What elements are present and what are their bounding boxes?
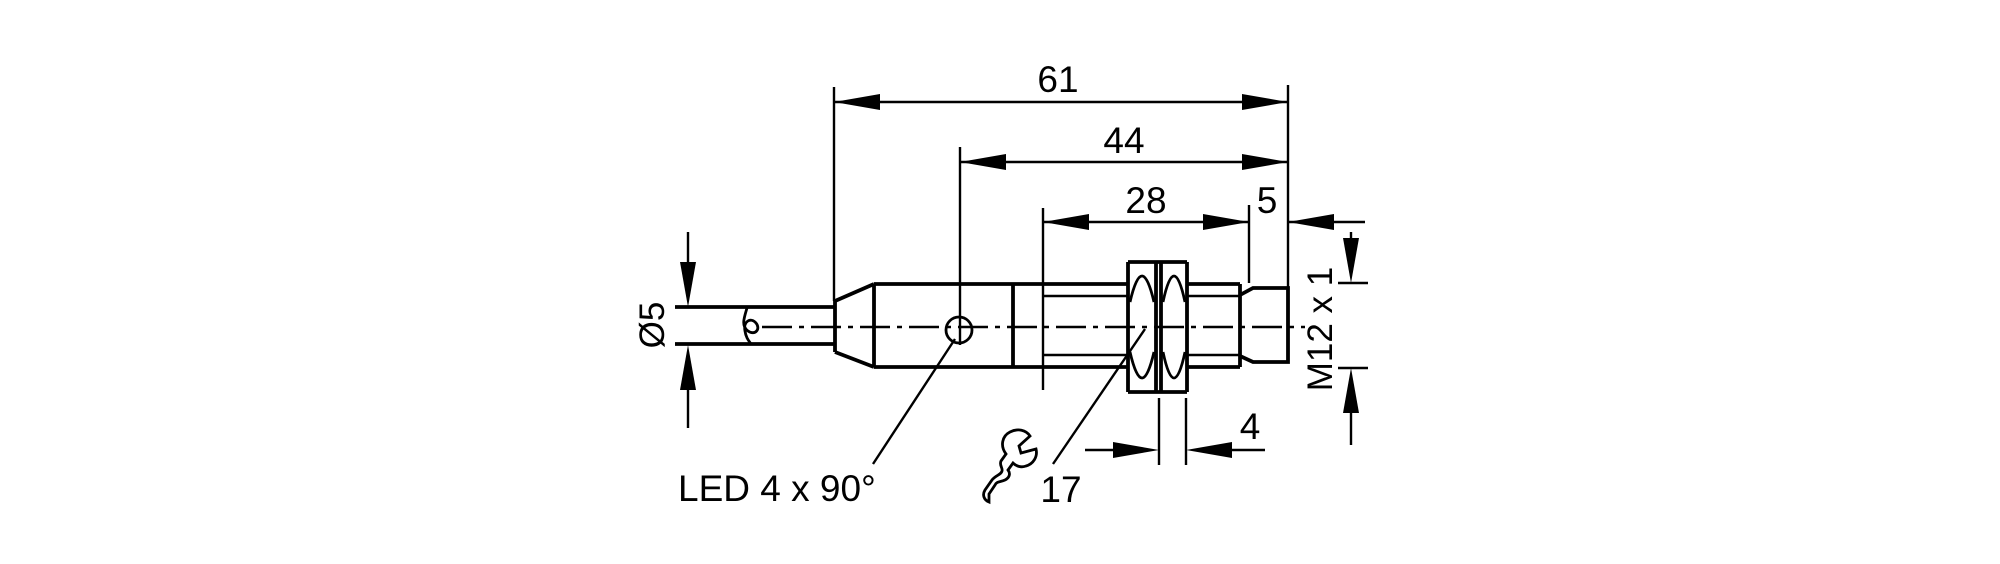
dim-label-5: 5 [1257, 180, 1278, 221]
dimension-thread-spec: M12 x 1 [1301, 232, 1368, 445]
wrench-size-label: 17 [1040, 469, 1081, 510]
dim-label-cable-diameter: Ø5 [633, 302, 672, 349]
dimension-cable-diameter: Ø5 [633, 232, 696, 428]
led-label: LED 4 x 90° [678, 468, 876, 509]
dimension-tip-length: 5 [1257, 180, 1365, 230]
dim-label-28: 28 [1125, 180, 1166, 221]
dimension-overall-length: 61 [832, 59, 1290, 301]
wrench-size-callout: 17 [982, 328, 1146, 510]
strain-relief-cone [833, 282, 876, 369]
cable-break-symbol [742, 307, 760, 345]
housing-outline [874, 282, 1242, 369]
cable-outline [675, 305, 835, 346]
wrench-icon [982, 428, 1038, 505]
sensor-body [675, 260, 1305, 394]
led-callout: LED 4 x 90° [678, 338, 957, 509]
dim-label-44: 44 [1103, 120, 1144, 161]
dimension-thread-length: 28 [1041, 180, 1251, 390]
dim-label-m12x1: M12 x 1 [1301, 267, 1340, 392]
end-cap [1239, 286, 1290, 364]
dimension-rear-section: 44 [958, 120, 1288, 345]
thread-lines [1044, 294, 1240, 357]
dim-label-61: 61 [1037, 59, 1078, 100]
dim-label-4: 4 [1240, 406, 1261, 447]
dimension-nut-width: 4 [1085, 398, 1265, 465]
